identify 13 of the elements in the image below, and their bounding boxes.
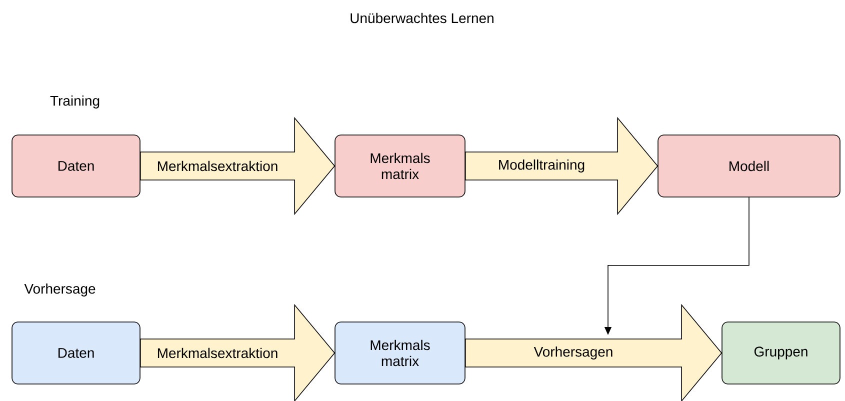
edge-label: Merkmalsextraktion (156, 346, 280, 360)
process-box: Merkmals matrix (334, 322, 466, 384)
edge-label: Vorhersagen (532, 345, 614, 361)
title: Unüberwachtes Lernen (350, 12, 494, 24)
process-box: Merkmals matrix (334, 134, 466, 198)
process-box: Daten (12, 134, 140, 198)
section-label: Vorhersage (24, 283, 96, 296)
process-box: Modell (658, 134, 840, 198)
edge-label: Merkmalsextraktion (156, 160, 280, 172)
process-box: Gruppen (722, 322, 840, 384)
section-label: Training (50, 95, 100, 109)
edge-label: Modelltraining (496, 158, 586, 174)
process-box: Daten (12, 322, 140, 384)
